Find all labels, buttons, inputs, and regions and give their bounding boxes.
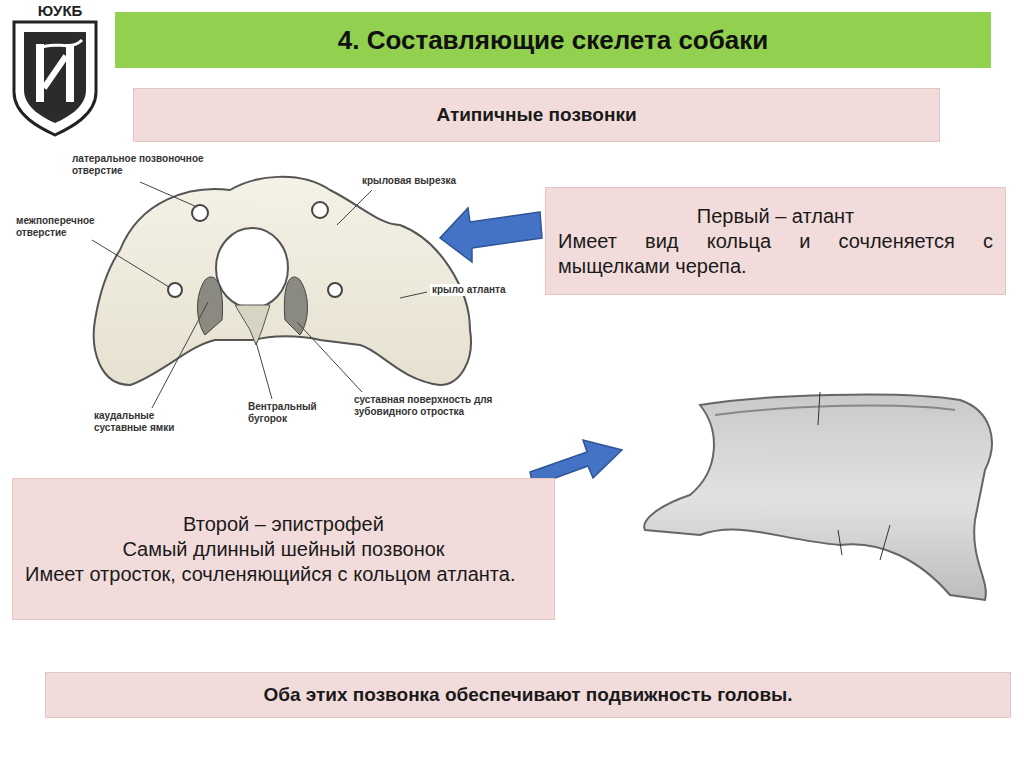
box-heading: Первый – атлант — [558, 204, 993, 229]
section-band: Атипичные позвонки — [133, 88, 940, 142]
info-box: Первый – атлантИмеет вид кольца и сочлен… — [545, 187, 1006, 295]
part-label: крыло атланта — [430, 284, 508, 296]
part-label: Вентральный бугорок — [246, 401, 330, 424]
part-label: крыловая вырезка — [360, 175, 458, 187]
part-label: межпоперечное отверстие — [14, 215, 108, 238]
atlas-illustration — [94, 177, 471, 385]
box-heading: Оба этих позвонка обеспечивают подвижнос… — [60, 683, 996, 707]
box-text: Имеет отросток, сочленяющийся с кольцом … — [25, 562, 542, 587]
box-heading: Второй – эпистрофей — [25, 512, 542, 537]
summary-band: Оба этих позвонка обеспечивают подвижнос… — [45, 672, 1011, 718]
part-label: суставная поверхность для зубовидного от… — [352, 394, 536, 417]
pointer-arrow — [440, 208, 542, 262]
box-text: Самый длинный шейный позвонок — [25, 537, 542, 562]
title-bar: 4. Составляющие скелета собаки — [115, 12, 991, 68]
info-box: Второй – эпистрофейСамый длинный шейный … — [12, 478, 555, 620]
axis-illustration — [644, 392, 992, 600]
logo-shield — [14, 22, 96, 135]
part-label: каудальные суставные ямки — [92, 410, 206, 433]
box-text: Имеет вид кольца и сочленяется с мыщелка… — [558, 229, 993, 279]
leader-lines — [92, 182, 427, 408]
box-heading: Атипичные позвонки — [150, 103, 923, 127]
logo-text: ЮУКБ — [8, 2, 112, 19]
part-label: латеральное позвоночное отверстие — [70, 153, 224, 176]
slide-title: 4. Составляющие скелета собаки — [338, 25, 769, 56]
